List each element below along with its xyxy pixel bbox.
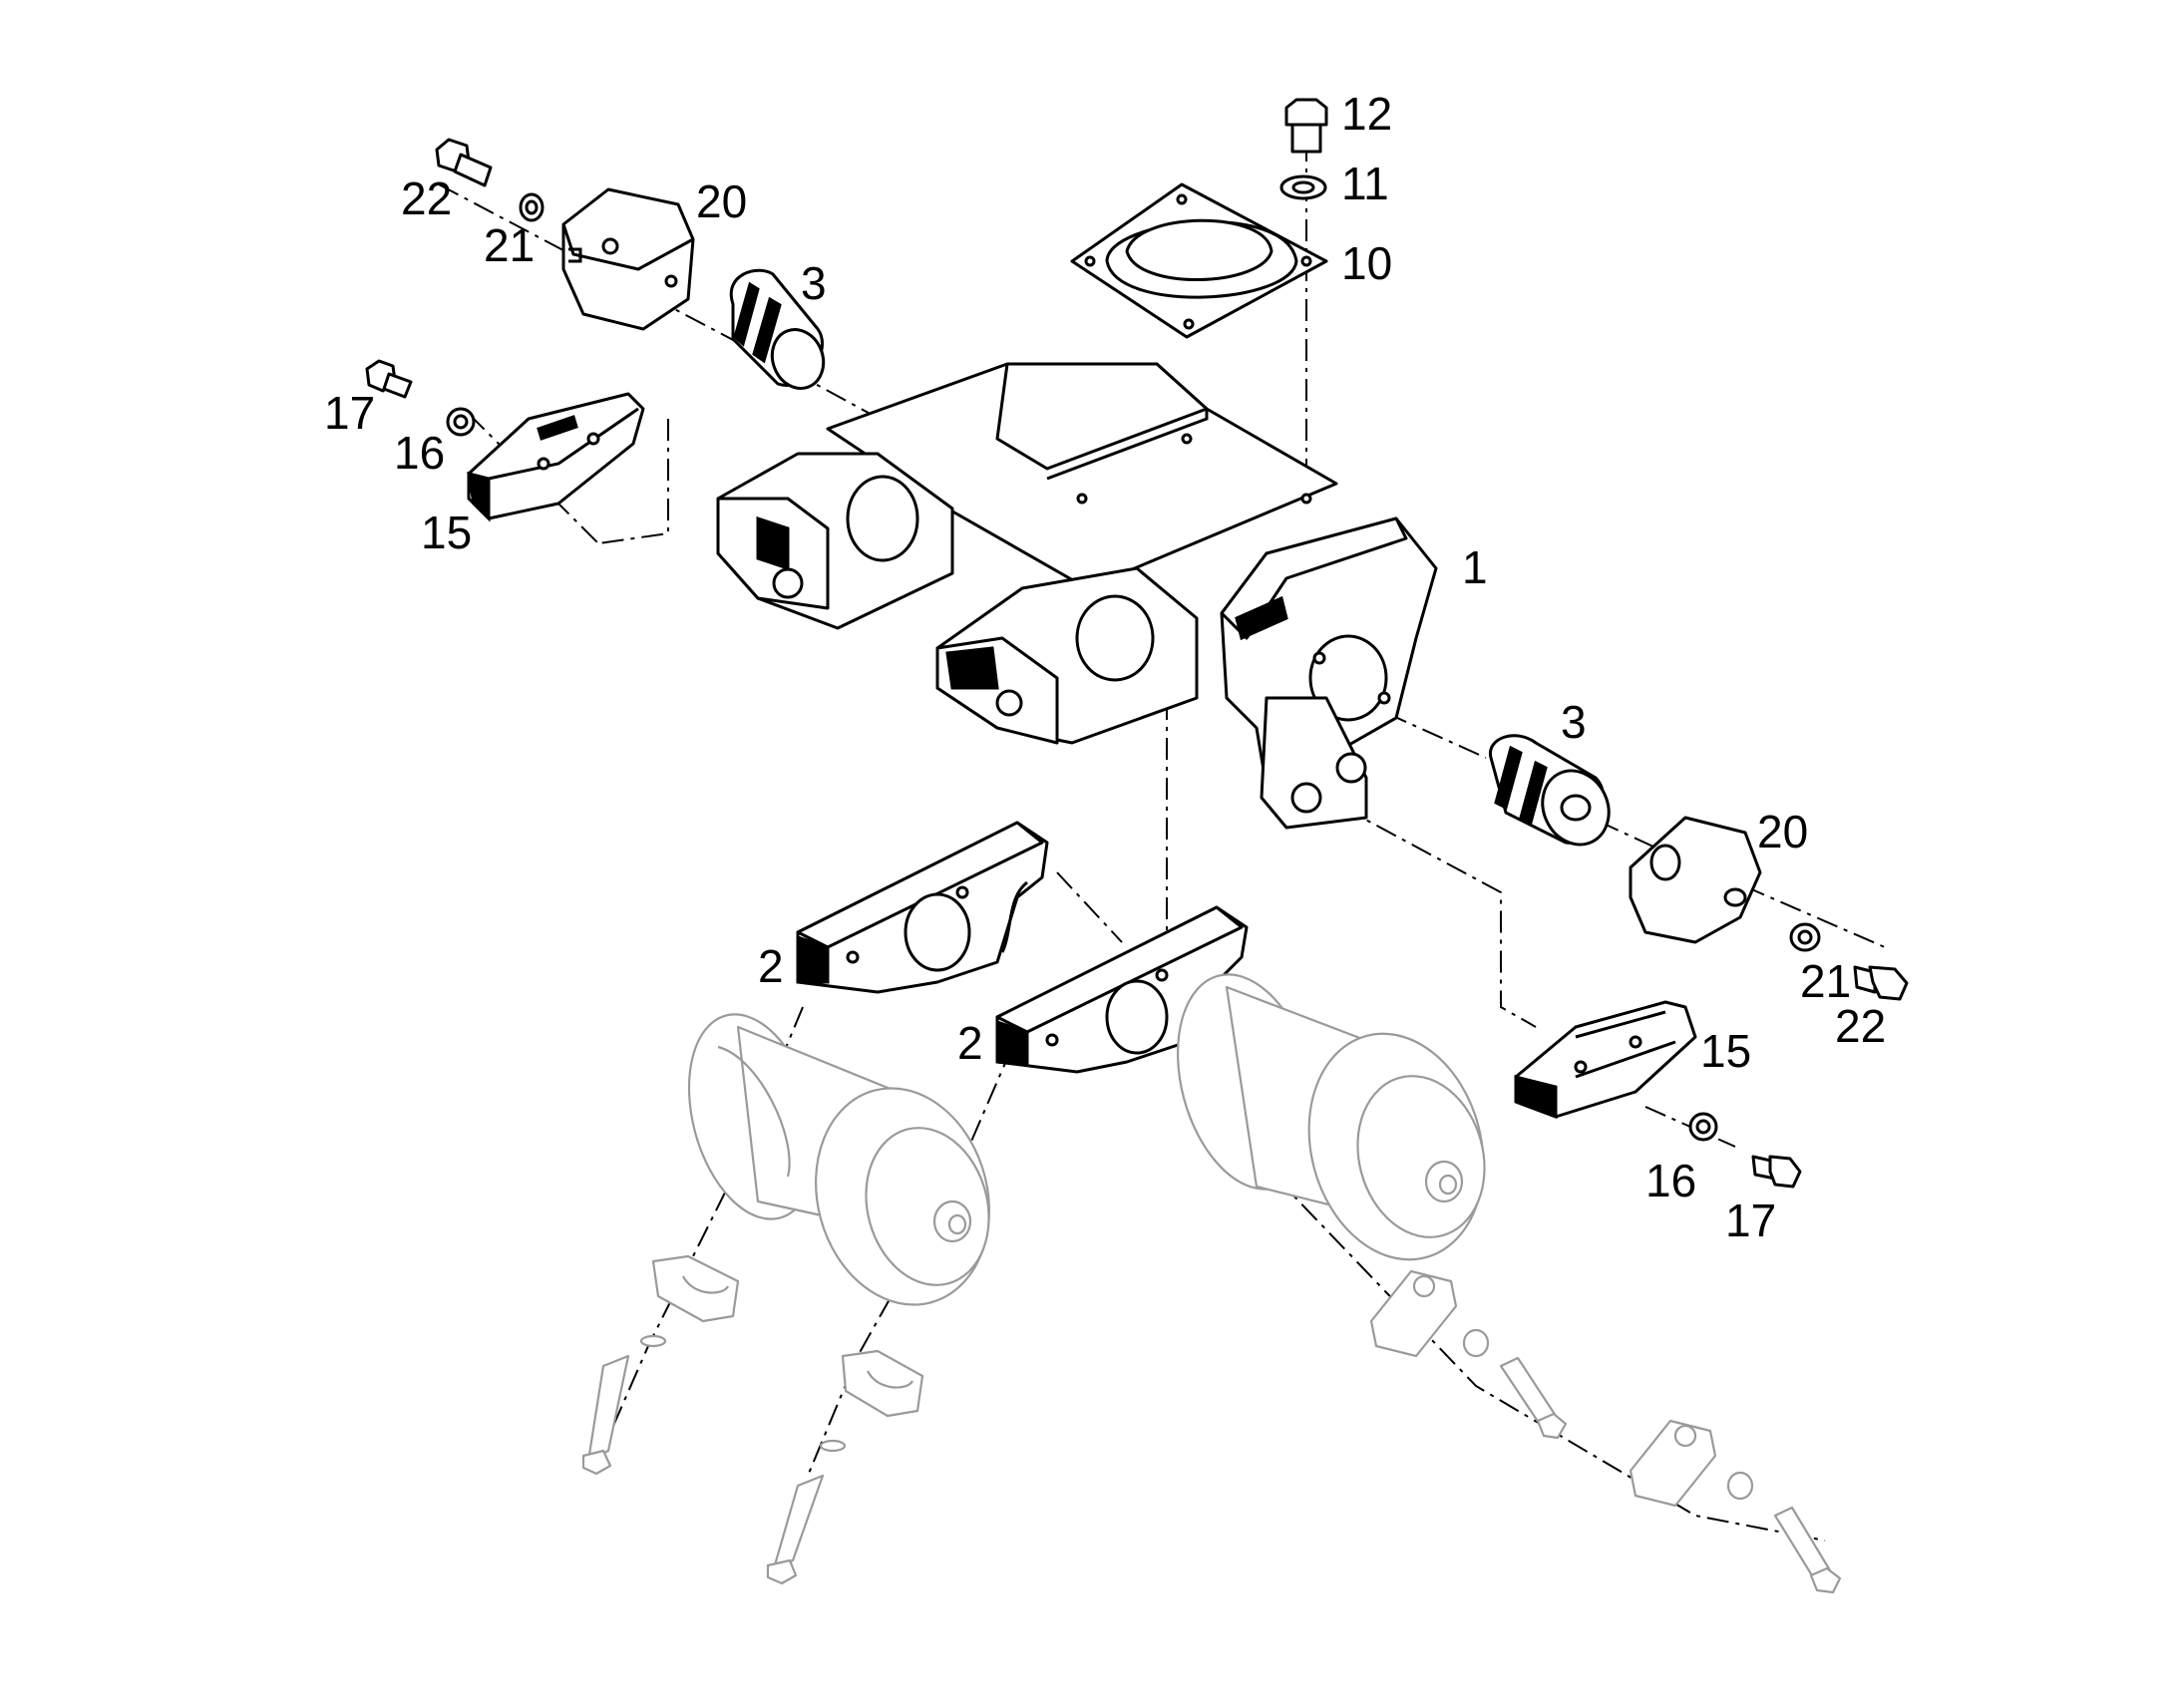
callout-21-right: 21 [1800,955,1851,1007]
callout-16-top: 16 [394,427,445,479]
callout-16-right: 16 [1645,1155,1696,1206]
ghost-bolt-right [1499,1356,1842,1594]
callout-2-left: 2 [758,940,784,992]
main-frame-1 [716,362,1438,830]
ghost-cap-left-lower [841,1349,924,1418]
callout-21-top: 21 [484,219,535,271]
bolt-22-right [1853,965,1909,1001]
cover-plate-10 [1070,182,1328,339]
wear-plate-15-right [1514,1000,1697,1120]
ghost-cap-right-upper [1369,1269,1458,1358]
washer-16-top [446,407,476,437]
roller-bracket-2-left [796,821,1049,994]
washer-21-right [1789,922,1821,952]
washer-21-top [519,192,545,222]
callout-1: 1 [1462,541,1488,593]
bushing-3-right [1489,734,1611,847]
ghost-cap-left-upper [651,1254,740,1323]
callout-17-top: 17 [324,387,375,439]
callout-22-right: 22 [1835,1000,1886,1052]
callout-labels: 12 11 10 22 21 20 3 17 16 15 1 3 20 21 2… [324,88,1886,1246]
ghost-bolt-left [581,1354,825,1585]
callout-15-right: 15 [1700,1025,1751,1077]
callout-10: 10 [1341,237,1392,289]
callout-2-right: 2 [957,1017,983,1069]
bolt-22-top [435,138,493,187]
callout-3-right: 3 [1561,696,1587,748]
bolt-12 [1284,98,1328,154]
ghost-cap-right-lower [1629,1419,1717,1508]
ghost-washer-left [639,1334,847,1453]
bolt-17-right [1751,1155,1802,1189]
callout-12: 12 [1341,88,1392,140]
bolt-17-top [365,359,413,399]
callout-20-top: 20 [696,175,747,227]
washer-11 [1279,174,1327,200]
callout-15-top: 15 [421,507,472,558]
callout-3-top: 3 [801,257,827,309]
callout-20-right: 20 [1757,806,1808,857]
callout-11: 11 [1341,158,1389,209]
ghost-washer-right [1462,1328,1754,1501]
washer-16-right [1688,1112,1718,1142]
ghost-roller-left [687,1013,990,1306]
wear-plate-15-top [467,392,645,522]
callout-17-right: 17 [1725,1195,1776,1246]
cap-20-right [1629,816,1762,944]
ghost-roller-right [1176,973,1486,1261]
cap-20-top [561,187,695,331]
callout-22-top: 22 [401,172,452,224]
bushing-3-top [729,268,826,390]
